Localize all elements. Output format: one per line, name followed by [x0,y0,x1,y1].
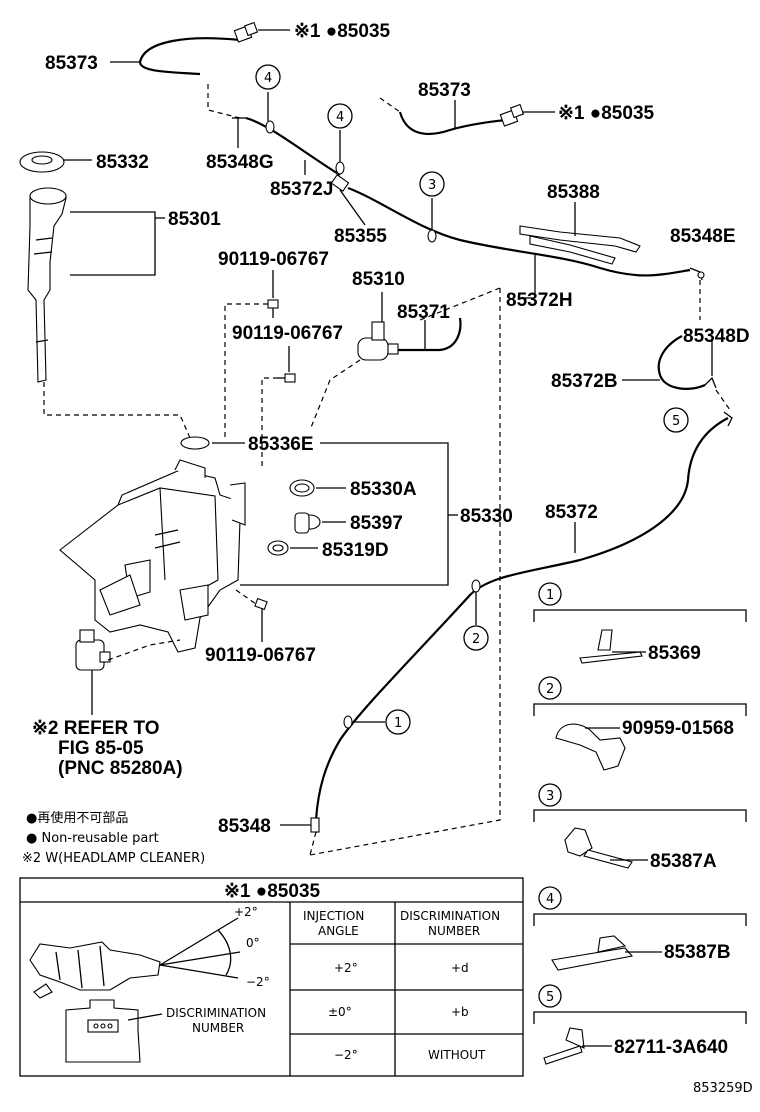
svg-text:5: 5 [546,990,554,1005]
row3-disc: WITHOUT [428,1048,486,1062]
row2-disc: +b [451,1005,469,1019]
label-85371: 85371 [397,302,450,323]
callout-3: 3 [428,178,436,193]
bracket-85388 [519,225,641,265]
clip-detail-4: 4 85387B [533,886,747,971]
bolt-90119-b [278,373,296,383]
hose-85371 [398,317,462,352]
angle-plus: +2° [234,905,258,919]
hose-85372B [657,335,706,390]
nozzle-angle-table: ※1 ●85035 INJECTION ANGLE DISCRIMINATION… [19,877,524,1077]
label-85319D: 85319D [322,540,389,561]
callout-5: 5 [672,414,680,429]
svg-text:1: 1 [546,588,554,603]
clip-detail-3: 3 85387A [533,783,747,872]
label-85373-top: 85373 [45,53,98,74]
refer-line-1: ※2 REFER TO [32,718,159,739]
cap-85332 [19,151,65,173]
joint-85348D [704,376,717,389]
nozzle-85035-right [499,103,525,127]
table-title: ※1 ●85035 [224,881,321,902]
disc-label-2: NUMBER [192,1021,244,1035]
bolt-90119-c [254,597,268,611]
col1-header-1: INJECTION [303,909,364,923]
label-90119-b: 90119-06767 [232,323,343,344]
label-85310: 85310 [352,269,405,290]
clip-detail-2: 2 90959-01568 [533,676,747,771]
connector-85355 [330,174,350,192]
hose-85372J [245,116,341,176]
hose-85373-left [138,37,241,63]
hose-85372 [314,417,729,821]
joint-85348 [310,817,320,833]
hose-85372H [347,186,691,277]
svg-text:2: 2 [546,682,554,697]
legend-japanese: ●再使用不可部品 [26,810,128,826]
filler-pipe-85301 [27,187,67,383]
label-90959: 90959-01568 [622,718,734,739]
hose-85373-right [398,111,506,135]
hose-85373-left-lower [138,61,201,76]
joint-85348D-lower [723,411,733,427]
label-85348E: 85348E [670,226,736,247]
clip-detail-1: 1 85369 [533,582,747,664]
label-85355: 85355 [334,226,387,247]
svg-text:3: 3 [546,789,554,804]
label-85387B: 85387B [664,942,731,963]
nozzle-85035-left [233,21,259,43]
row1-disc: +d [451,961,469,975]
col2-header-2: NUMBER [428,924,480,938]
label-82711: 82711-3A640 [614,1037,728,1058]
label-85372J: 85372J [270,179,333,200]
label-85372: 85372 [545,502,598,523]
grommet-85336E [180,436,210,450]
row3-angle: −2° [334,1048,358,1062]
clip-detail-5: 5 82711-3A640 [533,984,747,1065]
disc-label-1: DISCRIMINATION [166,1006,266,1020]
label-85330: 85330 [460,506,513,527]
illustration-code: 853259D [693,1081,753,1096]
svg-text:4: 4 [546,892,554,907]
label-85035-top: ※1 ●85035 [294,21,391,42]
refer-line-2: FIG 85-05 [58,738,144,759]
label-85397: 85397 [350,513,403,534]
washer-tank [59,459,246,653]
label-85348D: 85348D [683,326,750,347]
label-85348G: 85348G [206,152,274,173]
row2-angle: ±0° [328,1005,352,1019]
label-85330A: 85330A [350,479,417,500]
callout-2: 2 [472,632,480,647]
label-90119-c: 90119-06767 [205,645,316,666]
label-85301: 85301 [168,209,221,230]
callout-4a: 4 [264,71,272,86]
refer-line-3: (PNC 85280A) [58,758,183,779]
callout-circle: 4 4 3 5 2 1 [255,64,689,735]
legend-english: ● Non-reusable part [26,831,159,846]
label-85387A: 85387A [650,851,717,872]
label-85369: 85369 [648,643,701,664]
label-85372B: 85372B [551,371,618,392]
label-85336E: 85336E [248,434,314,455]
pump-85310 [357,321,399,361]
col2-header-1: DISCRIMINATION [400,909,500,923]
sensor-85397 [294,512,321,534]
legend-note: ※2 W(HEADLAMP CLEANER) [22,851,205,866]
label-85332: 85332 [96,152,149,173]
label-85348: 85348 [218,816,271,837]
angle-minus: −2° [246,975,270,989]
angle-zero: 0° [246,936,260,950]
label-85035-right: ※1 ●85035 [558,103,655,124]
callout-4b: 4 [336,110,344,125]
bolt-90119-a [267,299,279,318]
label-85388: 85388 [547,182,600,203]
label-85372H: 85372H [506,290,573,311]
label-90119-a: 90119-06767 [218,249,329,270]
headlamp-cleaner-pump [75,629,111,671]
row1-angle: +2° [334,961,358,975]
label-85373-right: 85373 [418,80,471,101]
callout-1: 1 [394,716,402,731]
col1-header-2: ANGLE [318,924,359,938]
